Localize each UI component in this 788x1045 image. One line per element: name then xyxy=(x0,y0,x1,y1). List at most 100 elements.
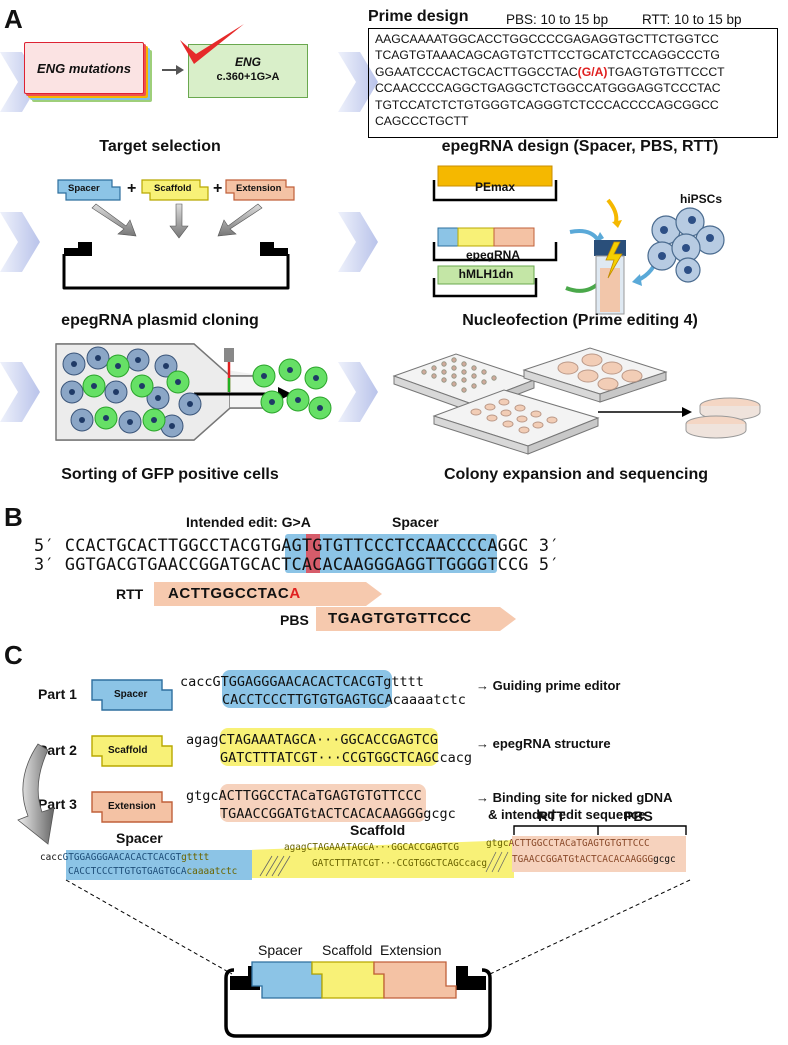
sorted-gfp-cells xyxy=(252,358,332,420)
part3-note-1: → Binding site for nicked gDNA xyxy=(476,790,673,805)
extension-label: Extension xyxy=(236,183,282,194)
part1-spacer-shape: Spacer xyxy=(90,678,174,712)
part3-bottom-seq: TGAACCGGATGtACTCACACAAGGGgcgc xyxy=(220,806,456,822)
chevron-arrow-icon xyxy=(338,362,378,422)
rtt-label: RTT xyxy=(116,586,144,602)
mutations-label: ENG mutations xyxy=(37,60,131,76)
pemax-label: PEmax xyxy=(474,180,516,194)
assembly-spacer-block xyxy=(66,850,252,880)
assembly-extension-block xyxy=(512,836,686,872)
assembly-top-seq: caccGTGGAGGGAACACACTCACGTgtttt xyxy=(40,852,210,863)
final-scaffold-label: Scaffold xyxy=(322,942,373,958)
nucleofection-caption: Nucleofection (Prime editing 4) xyxy=(462,312,698,329)
part1-highlight xyxy=(222,670,392,708)
pbs-range: PBS: 10 to 15 bp xyxy=(506,12,609,27)
prime-design-title: Prime design xyxy=(368,8,469,25)
part2-label: Part 2 xyxy=(38,742,77,758)
epegrna-design-caption: epegRNA design (Spacer, PBS, RTT) xyxy=(441,138,719,155)
arrow-right-icon xyxy=(162,65,184,75)
sequence-line: TGTCCATCTCTGTGGGTCAGGGTCTCCCACCCCAGCGGCC xyxy=(375,97,719,112)
target-variant-card: ENG c.360+1G>A xyxy=(188,44,308,98)
target-selection-caption: Target selection xyxy=(99,138,221,155)
spacer-highlight xyxy=(285,534,497,573)
rtt-arrow: ACTTGGCCTACA xyxy=(154,582,382,606)
edit-site-highlight xyxy=(306,534,320,573)
cuvette-icon xyxy=(565,198,662,315)
scaffold-label: Scaffold xyxy=(154,183,192,194)
plus-sign: + xyxy=(213,180,223,197)
dna-top-strand: 5′ CCACTGCACTTGGCCTACGTGAGTGTGTTCCCTCCAA… xyxy=(34,535,560,555)
pbs-label: PBS xyxy=(280,612,309,628)
assembly-scaffold-top: agagCTAGAAATAGCA···GGCACCGAGTCG xyxy=(284,842,459,853)
epegrna-label: epegRNA xyxy=(465,248,520,262)
prime-design-sequence-box: AAGCAAAATGGCACCTGGCCCCGAGAGGTGCTTCTGGTCC… xyxy=(368,28,778,138)
rtt-pbs-brackets xyxy=(513,825,687,835)
part2-highlight xyxy=(220,728,438,766)
panel-a-label: A xyxy=(4,4,23,34)
check-mark-icon xyxy=(180,24,244,64)
sequence-line: GGAATCCCACTGCACTTGGCCTAC(G/A)TGAGTGTGTTC… xyxy=(375,64,725,79)
sequence-line: CAGCCCTGCTT xyxy=(375,114,469,129)
part2-scaffold-shape: Scaffold xyxy=(90,734,174,768)
panel-c-label: C xyxy=(4,640,23,670)
ligation-hatch xyxy=(259,855,291,877)
spacer-label: Spacer xyxy=(68,183,100,194)
nucleofection-plasmids xyxy=(432,165,558,298)
target-variant: c.360+1G>A xyxy=(216,71,280,83)
part3-top-seq: gtgcACTTGGCCTACaTGAGTGTGTTCCC xyxy=(186,788,422,804)
pbs-arrow: TGAGTGTGTTCCC xyxy=(316,607,516,631)
part3-extension-shape: Extension xyxy=(90,790,174,824)
part1-top-seq: caccGTGGAGGGAACACACTCACGTgtttt xyxy=(180,674,424,690)
final-spacer-label: Spacer xyxy=(258,942,303,958)
ligation-hatch xyxy=(485,851,509,873)
culture-plates xyxy=(392,347,761,455)
part1-label: Part 1 xyxy=(38,686,77,702)
assembly-bottom-seq: CACCTCCCTTGTGTGAGTGCAcaaaatctc xyxy=(68,866,238,877)
dashed-guides xyxy=(65,879,691,975)
hipscs-label: hiPSCs xyxy=(680,192,723,206)
part1-bottom-seq: CACCTCCCTTGTGTGAGTGCAcaaaatctc xyxy=(222,692,466,708)
curved-assembly-arrow xyxy=(17,743,55,845)
assembly-ext-top: gtgcACTTGGCCTACaTGAGTGTGTTCCC xyxy=(486,838,650,849)
part3-note-2: & intended edit sequence xyxy=(488,807,646,822)
hipscs-cluster xyxy=(647,207,725,283)
sequence-line: AAGCAAAATGGCACCTGGCCCCGAGAGGTGCTTCTGGTCC xyxy=(375,32,719,46)
assembly-scaffold-label: Scaffold xyxy=(350,822,406,838)
sequence-line: CCAACCCCAGGCTGAGGCTCTGGCCATGGGAGGTCCCTAC xyxy=(375,81,721,96)
part1-note: → Guiding prime editor xyxy=(476,678,621,693)
part2-top-seq: agagCTAGAAATAGCA···GGCACCGAGTCG xyxy=(186,732,438,748)
rtt-range: RTT: 10 to 15 bp xyxy=(642,12,742,27)
final-plasmid xyxy=(224,961,492,1038)
chevron-arrow-icon xyxy=(338,212,378,272)
assembly-ext-bottom: TGAACCGGATGtACTCACACAAGGGgcgc xyxy=(512,854,676,865)
sequence-line: TCAGTGTAAACAGCAGTGTCTTCCTGCATCTCCAGGCCCT… xyxy=(375,48,720,63)
panel-b-label: B xyxy=(4,502,23,532)
chevron-arrow-icon xyxy=(0,362,40,422)
assembly-rtt-label: RTT xyxy=(538,808,566,824)
part2-bottom-seq: GATCTTTATCGT···CCGTGGCTCAGCcacg xyxy=(220,750,472,766)
extension-part-shape: Extension xyxy=(224,178,296,202)
assembly-scaffold-bottom: GATCTTTATCGT···CCGTGGCTCAGCcacg xyxy=(312,858,487,869)
target-gene: ENG xyxy=(234,55,261,69)
edit-site: (G/A) xyxy=(577,64,608,79)
plasmid-cloning-caption: epegRNA plasmid cloning xyxy=(61,312,259,329)
scaffold-part-shape: Scaffold xyxy=(140,178,210,202)
assembly-pbs-label: PBS xyxy=(624,808,653,824)
intended-edit-label: Intended edit: G>A xyxy=(186,514,311,530)
plus-sign: + xyxy=(127,180,137,197)
part2-note: → epegRNA structure xyxy=(476,736,611,751)
chevron-arrow-icon xyxy=(0,212,40,272)
assembly-spacer-label: Spacer xyxy=(116,830,163,846)
insertion-arrows xyxy=(62,203,290,290)
part3-label: Part 3 xyxy=(38,796,77,812)
hmlh1dn-label: hMLH1dn xyxy=(458,267,514,281)
spacer-label-b: Spacer xyxy=(392,514,439,530)
mutation-card-stack: ENG mutations xyxy=(24,42,154,106)
final-extension-label: Extension xyxy=(380,942,442,958)
cell-sorter-diagram xyxy=(55,343,292,441)
sorting-caption: Sorting of GFP positive cells xyxy=(61,466,279,483)
part3-highlight xyxy=(220,784,426,822)
dna-bottom-strand: 3′ GGTGACGTGAACCGGATGCACTCACACAAGGGAGGTT… xyxy=(34,554,560,574)
spacer-part-shape: Spacer xyxy=(56,178,122,202)
colony-caption: Colony expansion and sequencing xyxy=(443,466,709,483)
